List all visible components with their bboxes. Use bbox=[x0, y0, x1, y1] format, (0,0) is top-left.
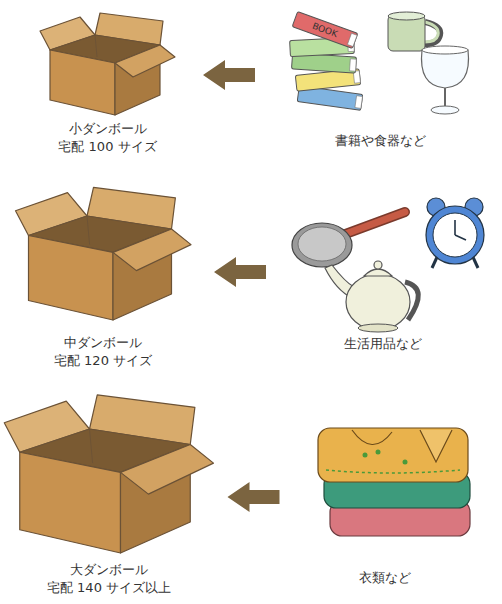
shirt-button bbox=[403, 460, 408, 465]
block-arrow bbox=[203, 60, 255, 90]
glass-rim bbox=[422, 46, 468, 54]
shirt-cuff bbox=[420, 430, 452, 462]
clock-hand bbox=[455, 235, 466, 240]
alarm-clock bbox=[426, 198, 484, 268]
clock-hand bbox=[454, 220, 456, 235]
mug bbox=[388, 12, 440, 51]
large-box: 大ダンボール宅配 140 サイズ以上 bbox=[0, 395, 219, 597]
pan-handle bbox=[340, 212, 405, 236]
stitching bbox=[326, 470, 460, 473]
block-arrow bbox=[228, 482, 280, 512]
mug-rim bbox=[388, 12, 425, 20]
book-pages bbox=[355, 96, 363, 109]
glass-stem bbox=[444, 88, 446, 108]
medium-box: 中ダンボール宅配 120 サイズ bbox=[10, 185, 196, 370]
frying-pan bbox=[292, 212, 405, 267]
box-label: 宅配 100 サイズ bbox=[35, 138, 180, 156]
shirt-button bbox=[363, 453, 368, 458]
box-front bbox=[20, 452, 121, 553]
yellow-shirt bbox=[318, 428, 468, 482]
teapot-base bbox=[358, 324, 398, 332]
mug-handle bbox=[425, 22, 438, 42]
box-label: 中ダンボール bbox=[10, 334, 196, 352]
item-group: 生活用品など bbox=[284, 190, 482, 353]
box-label: 小ダンボール bbox=[35, 120, 180, 138]
inner-edge bbox=[87, 216, 90, 245]
box-label: 書籍や食器など bbox=[278, 132, 482, 150]
clothes-stack bbox=[318, 428, 470, 536]
box-front bbox=[50, 50, 115, 115]
box-label: 大ダンボール bbox=[0, 561, 219, 579]
teapot bbox=[325, 261, 418, 332]
small-box: 小ダンボール宅配 100 サイズ bbox=[35, 14, 180, 156]
box-front bbox=[29, 236, 114, 321]
clock-body bbox=[426, 206, 484, 264]
box-label: 宅配 120 サイズ bbox=[10, 352, 196, 370]
teapot-knob bbox=[374, 261, 382, 269]
pan-handle bbox=[340, 212, 405, 236]
box-label: 衣類など bbox=[288, 569, 482, 587]
teapot-body bbox=[346, 274, 410, 330]
shirt-collar bbox=[352, 430, 392, 445]
item-group: 書籍や食器など bbox=[278, 10, 482, 150]
pan-inside bbox=[298, 227, 346, 261]
pan-body bbox=[292, 223, 352, 267]
cardboard-box bbox=[16, 187, 192, 320]
cardboard-box bbox=[4, 395, 213, 553]
cardboard-box bbox=[40, 13, 175, 115]
box-label: 宅配 140 サイズ以上 bbox=[0, 579, 219, 597]
inner-edge bbox=[90, 429, 93, 463]
shirt-button bbox=[376, 450, 381, 455]
wine-glass bbox=[421, 46, 468, 114]
inner-edge bbox=[95, 35, 97, 57]
teapot-lid bbox=[364, 269, 392, 276]
glass-base bbox=[431, 106, 459, 114]
glass-bowl bbox=[421, 50, 468, 88]
right-flap bbox=[115, 45, 175, 77]
book-pages bbox=[347, 33, 357, 46]
block-arrow bbox=[214, 257, 266, 287]
book-pages bbox=[350, 59, 357, 71]
box-label: 生活用品など bbox=[284, 335, 482, 353]
right-flap bbox=[121, 445, 214, 495]
book-cover bbox=[292, 12, 358, 49]
book-stack bbox=[290, 12, 363, 111]
right-flap bbox=[113, 229, 191, 271]
book bbox=[292, 12, 358, 49]
clock-face bbox=[433, 213, 477, 257]
item-group: 衣類など bbox=[288, 410, 482, 587]
mug-handle bbox=[425, 22, 440, 44]
